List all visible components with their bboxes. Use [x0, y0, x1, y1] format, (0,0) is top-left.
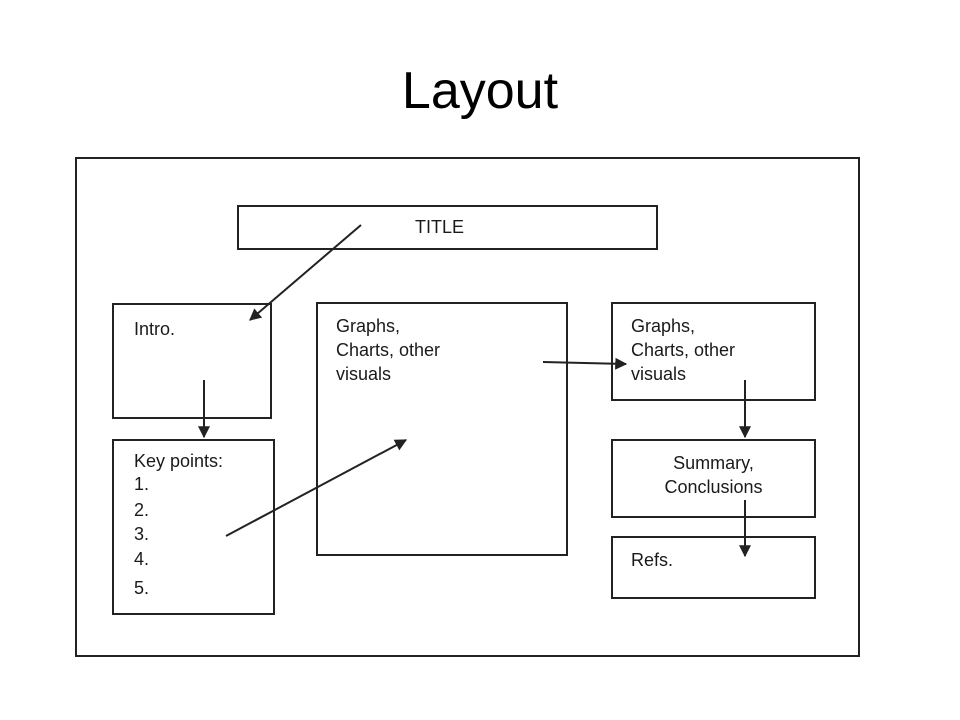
key-point-item-2: 2.	[134, 500, 150, 520]
visuals-center-label: Graphs, Charts, other visuals	[336, 316, 441, 384]
visuals-center-box: Graphs, Charts, other visuals	[316, 302, 568, 556]
poster-frame	[75, 157, 860, 657]
key-point-item-5: 5.	[134, 578, 150, 598]
key-points-box: Key points: 1. 2. 3. 4. 5.	[112, 439, 275, 615]
key-point-item-1: 1.	[134, 474, 150, 494]
title-box: TITLE	[237, 205, 658, 250]
intro-box-label: Intro.	[134, 319, 176, 339]
refs-label: Refs.	[631, 550, 674, 570]
key-point-item-3: 3.	[134, 524, 150, 544]
intro-box: Intro.	[112, 303, 272, 419]
summary-label: Summary, Conclusions	[664, 453, 763, 497]
visuals-right-box: Graphs, Charts, other visuals	[611, 302, 816, 401]
slide-title: Layout	[401, 62, 559, 120]
refs-box: Refs.	[611, 536, 816, 599]
title-box-label: TITLE	[415, 217, 465, 237]
key-points-heading: Key points:	[134, 451, 224, 471]
visuals-right-label: Graphs, Charts, other visuals	[631, 316, 736, 384]
key-point-item-4: 4.	[134, 549, 150, 569]
summary-box: Summary, Conclusions	[611, 439, 816, 518]
